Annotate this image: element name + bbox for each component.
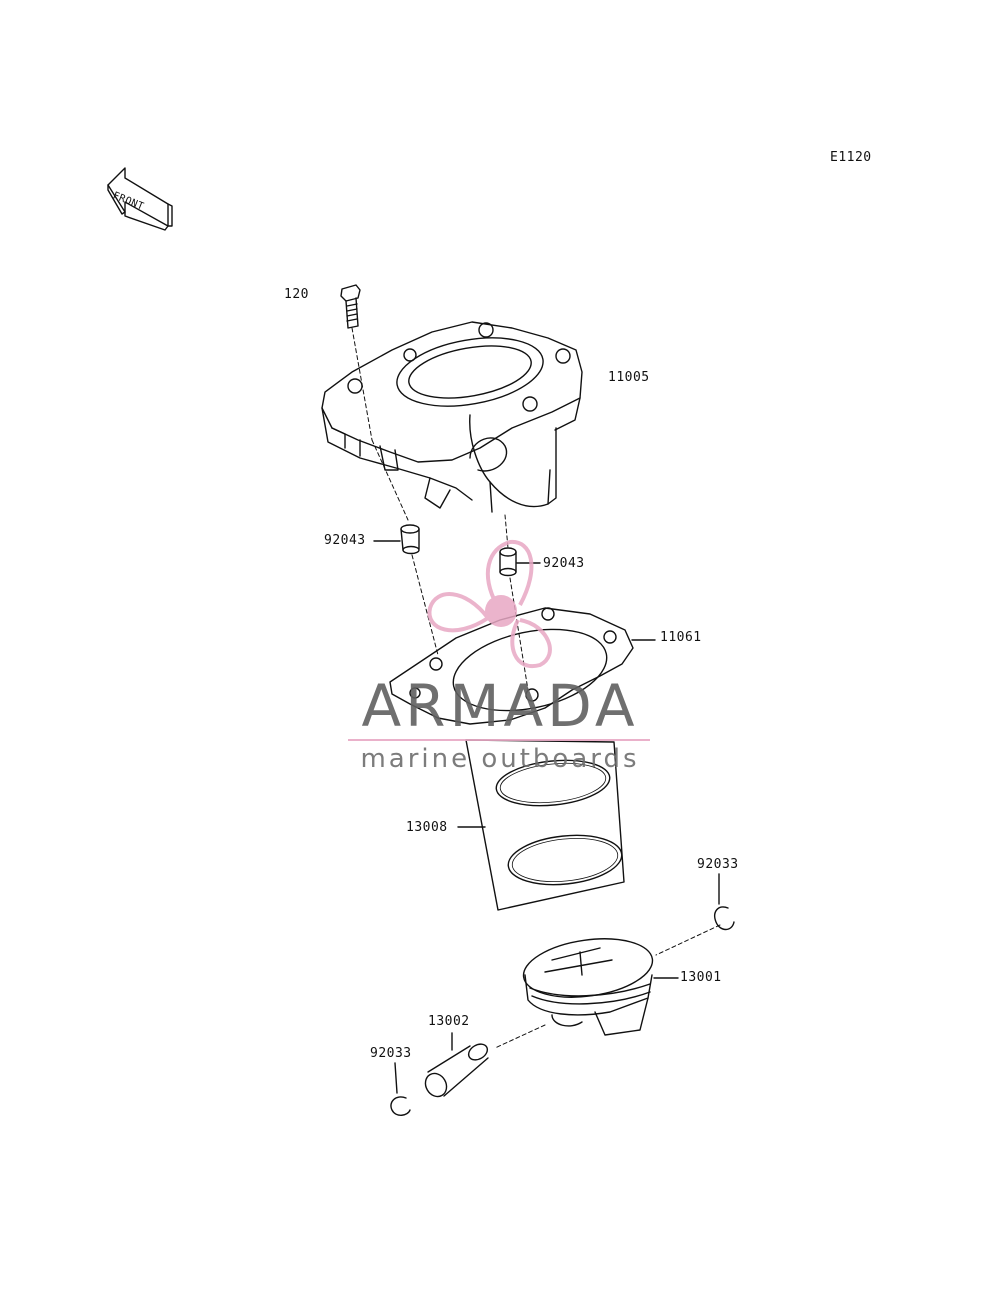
front-arrow-icon bbox=[107, 167, 173, 231]
part-number-piston-pin: 13002 bbox=[428, 1014, 470, 1029]
watermark-brand: ARMADA bbox=[361, 672, 639, 740]
dowel-left-part bbox=[373, 524, 439, 656]
piston-pin-part bbox=[424, 1032, 489, 1098]
bolt-part bbox=[340, 284, 373, 441]
part-number-piston: 13001 bbox=[680, 970, 722, 985]
circlip-right-part bbox=[655, 873, 735, 956]
part-number-gasket: 11061 bbox=[660, 630, 702, 645]
watermark-divider bbox=[348, 739, 650, 741]
piston-part bbox=[494, 938, 679, 1049]
part-number-bolt: 120 bbox=[284, 287, 309, 302]
cylinder-part bbox=[321, 321, 583, 521]
diagram-code: E1120 bbox=[830, 150, 872, 165]
circlip-left-part bbox=[390, 1062, 411, 1116]
part-number-cylinder: 11005 bbox=[608, 370, 650, 385]
part-number-dowel-right: 92043 bbox=[543, 556, 585, 571]
part-number-circlip-right: 92033 bbox=[697, 857, 739, 872]
part-number-circlip-left: 92033 bbox=[370, 1046, 412, 1061]
propeller-logo-icon bbox=[427, 539, 552, 669]
part-number-ring-set: 13008 bbox=[406, 820, 448, 835]
watermark-tagline: marine outboards bbox=[360, 744, 640, 774]
part-number-dowel-left: 92043 bbox=[324, 533, 366, 548]
ring-set-part bbox=[457, 739, 625, 911]
